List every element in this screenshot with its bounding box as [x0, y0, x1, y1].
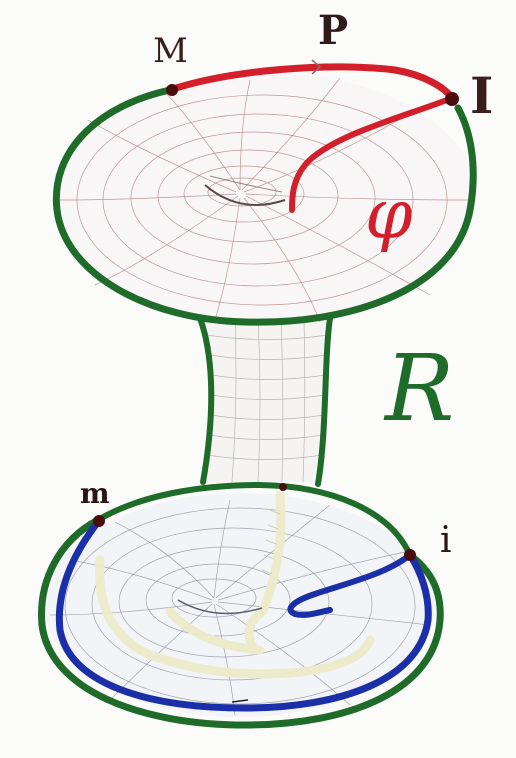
- point-I: [445, 92, 459, 106]
- point-m: [93, 515, 105, 527]
- label-m: m: [80, 477, 110, 510]
- label-phi: φ: [365, 176, 413, 255]
- label-R: R: [383, 335, 454, 442]
- neck-tube: [200, 318, 330, 484]
- point-i: [404, 549, 416, 561]
- point-neck-top: [279, 483, 287, 491]
- neck-mesh-fill: [200, 318, 330, 482]
- neck-left-outline: [200, 318, 211, 482]
- label-P: P: [318, 7, 348, 54]
- label-I: I: [470, 66, 493, 125]
- label-M: M: [153, 31, 188, 71]
- upper-surface: [56, 60, 477, 323]
- label-i: i: [440, 520, 452, 561]
- point-M: [166, 84, 178, 96]
